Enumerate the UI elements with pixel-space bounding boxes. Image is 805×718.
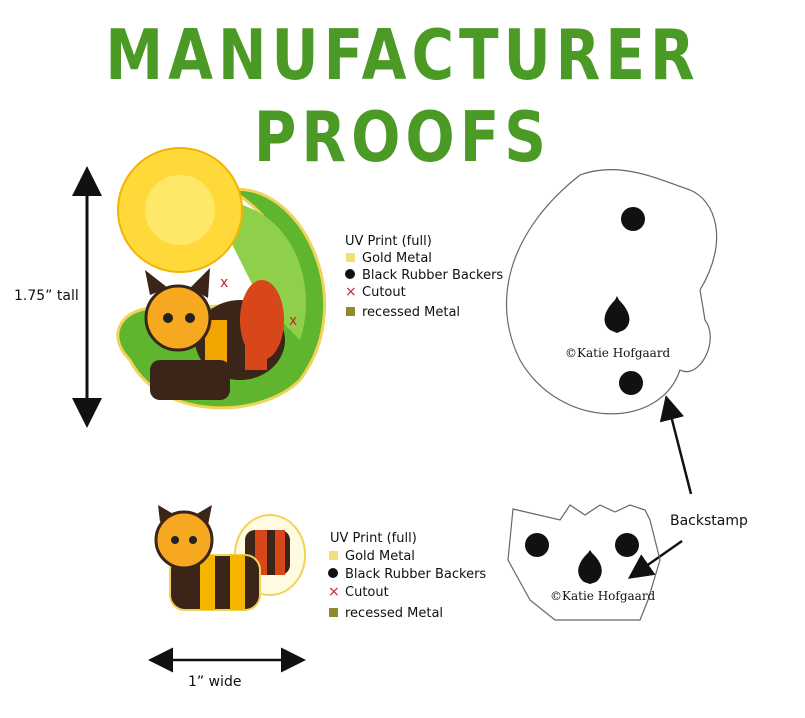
cat-face-icon [154, 510, 214, 570]
small-pin-back-outline: ©Katie Hofgaard [507, 504, 661, 621]
large-pin-illustration: x x [116, 147, 327, 410]
backstamp-arrow [659, 395, 693, 495]
black-dot-icon [345, 269, 355, 279]
rubber-backer-dot [525, 533, 549, 557]
legend-cutout: Cutout [345, 585, 389, 600]
legend-uv-print: UV Print (full) [345, 234, 432, 249]
cutout-mark: x [289, 313, 297, 329]
backstamp-signature: ©Katie Hofgaard [565, 346, 671, 360]
rubber-backer-dot [615, 533, 639, 557]
recessed-swatch [329, 608, 338, 617]
backstamp-signature: ©Katie Hofgaard [550, 589, 656, 603]
width-label: 1” wide [188, 674, 241, 690]
gold-swatch [329, 551, 338, 560]
small-pin-illustration [154, 505, 306, 611]
paw-leaf-icon [578, 550, 602, 584]
legend-gold-metal: Gold Metal [362, 251, 432, 266]
page-title: MANUFACTURER PROOFS [105, 14, 700, 178]
height-dimension: 1.75” tall [14, 166, 102, 428]
legend-black-rubber: Black Rubber Backers [362, 268, 503, 283]
legend-gold-metal: Gold Metal [345, 549, 415, 564]
legend-black-rubber: Black Rubber Backers [345, 567, 486, 582]
black-dot-icon [328, 568, 338, 578]
legend-recessed: recessed Metal [345, 606, 443, 621]
large-pin-back-outline: ©Katie Hofgaard [505, 169, 718, 415]
rubber-backer-dot [621, 207, 645, 231]
small-pin-legend: UV Print (full) Gold Metal Black Rubber … [328, 531, 486, 621]
cutout-x-icon: × [345, 284, 357, 300]
backstamp-arrow [627, 539, 683, 579]
legend-uv-print: UV Print (full) [330, 531, 417, 546]
legend-recessed: recessed Metal [362, 305, 460, 320]
recessed-swatch [346, 307, 355, 316]
backstamp-label: Backstamp [670, 513, 748, 529]
paw-leaf-icon [604, 296, 630, 333]
height-label: 1.75” tall [14, 288, 79, 304]
rubber-backer-dot [619, 371, 643, 395]
legend-cutout: Cutout [362, 285, 406, 300]
cat-face-icon [144, 284, 212, 352]
large-pin-legend: UV Print (full) Gold Metal Black Rubber … [345, 234, 503, 320]
gold-swatch [346, 253, 355, 262]
cutout-mark: x [220, 275, 228, 291]
width-dimension: 1” wide [148, 647, 306, 690]
cutout-x-icon: × [328, 584, 340, 600]
